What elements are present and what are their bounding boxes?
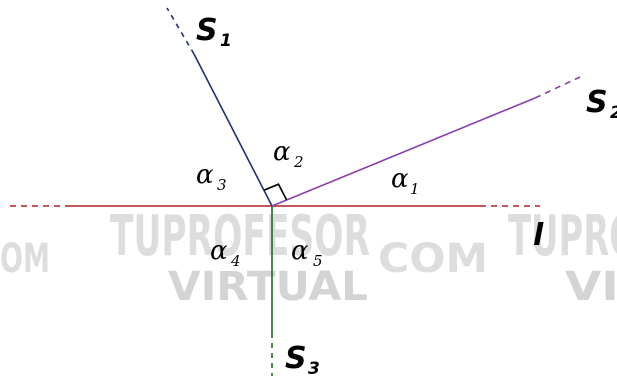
ray-s1 [166, 7, 273, 207]
label-l: l [533, 218, 544, 253]
label-alpha-5-sub: 5 [313, 252, 323, 270]
label-alpha-2: α 2 [273, 137, 304, 171]
label-alpha-3-sub: 3 [217, 176, 227, 194]
watermark-brand-top: TUPROFESOR [110, 204, 370, 269]
label-s1-main: S [196, 13, 218, 48]
watermark-left-fragment: OM [0, 236, 50, 282]
label-alpha-2-main: α [273, 137, 291, 167]
watermark-right-bottom-fragment: VIR [565, 264, 617, 310]
label-s2-main: S [586, 85, 608, 120]
ray-s2-solid [271, 97, 536, 207]
label-s1-sub: 1 [220, 31, 232, 51]
label-alpha-3-main: α [196, 160, 214, 190]
label-s3-sub: 3 [308, 359, 320, 376]
right-angle-marker [263, 183, 288, 201]
label-alpha-5-main: α [291, 236, 309, 266]
label-alpha-4-sub: 4 [230, 252, 241, 270]
ray-s2-dashed [534, 76, 581, 99]
watermark: TUPROFESOR VIRTUAL COM OM TUPRO VIR [0, 204, 617, 310]
watermark-right-top-fragment: TUPRO [508, 204, 617, 269]
label-alpha-1-main: α [391, 164, 409, 194]
label-alpha-3: α 3 [196, 160, 227, 194]
label-alpha-5: α 5 [291, 236, 323, 270]
watermark-brand-suffix: COM [378, 236, 488, 282]
label-alpha-1-sub: 1 [410, 180, 420, 198]
watermark-brand-bottom: VIRTUAL [168, 264, 368, 310]
ray-s1-dashed [166, 7, 195, 55]
label-alpha-2-sub: 2 [293, 153, 304, 171]
ray-s1-solid [193, 53, 273, 207]
ray-s2 [271, 76, 581, 207]
label-alpha-4-main: α [210, 236, 228, 266]
label-alpha-1: α 1 [391, 164, 420, 198]
label-s2-sub: 2 [610, 103, 617, 123]
label-s2: S 2 [586, 85, 617, 123]
label-s3-main: S [285, 341, 307, 376]
label-alpha-4: α 4 [210, 236, 241, 270]
label-s1: S 1 [196, 13, 232, 51]
label-s3: S 3 [285, 341, 320, 376]
